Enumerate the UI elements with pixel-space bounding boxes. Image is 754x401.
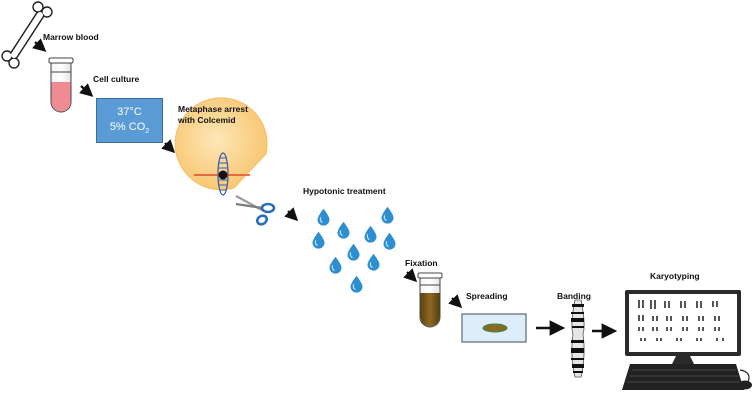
incubator-co2-subscript: 2 xyxy=(145,128,150,136)
arrow-icon xyxy=(536,320,618,339)
mouse-icon xyxy=(738,369,752,390)
label-marrow-blood: Marrow blood xyxy=(43,32,99,42)
bone-icon xyxy=(1,1,53,69)
arrow-icon xyxy=(32,38,463,309)
label-karyotyping: Karyotyping xyxy=(650,271,700,281)
metaphase-cell-icon xyxy=(174,97,268,196)
incubator-icon: 37°C 5% CO2 xyxy=(96,98,163,143)
label-metaphase-line2: with Colcemid xyxy=(178,115,236,125)
microscope-slide-icon xyxy=(461,313,527,343)
keyboard-icon xyxy=(622,364,744,390)
label-spreading: Spreading xyxy=(466,291,508,301)
incubator-co2-prefix: 5% CO xyxy=(109,121,146,133)
fixation-tube-icon xyxy=(417,272,443,328)
label-metaphase-line1: Metaphase arrest xyxy=(178,104,248,114)
test-tube-icon xyxy=(48,57,74,113)
water-drop-icon xyxy=(311,206,397,293)
label-banding: Banding xyxy=(557,291,591,301)
label-cell-culture: Cell culture xyxy=(93,74,140,84)
label-hypotonic-treatment: Hypotonic treatment xyxy=(303,186,386,196)
chromosome-icon xyxy=(571,299,585,378)
incubator-temperature: 37°C xyxy=(117,106,142,118)
label-fixation: Fixation xyxy=(405,258,438,268)
computer-icon xyxy=(625,290,741,364)
scissors-icon xyxy=(235,195,276,226)
incubator-co2: 5% CO2 xyxy=(97,120,162,139)
